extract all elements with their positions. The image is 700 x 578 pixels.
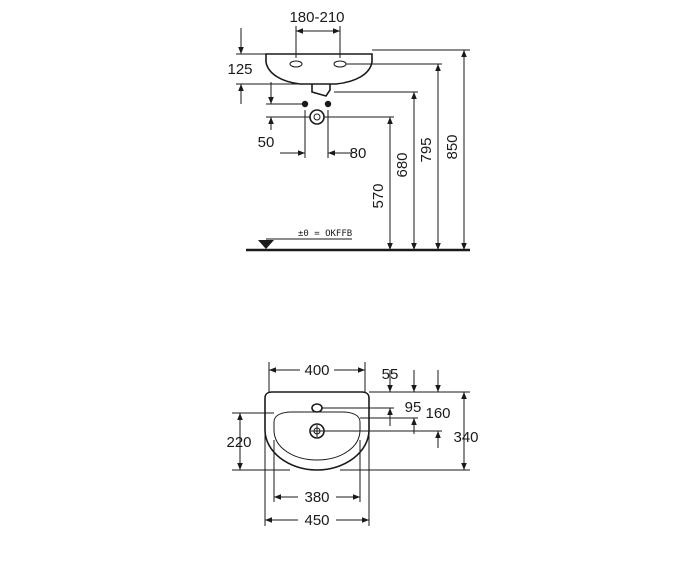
dim-bowl-width: 380 [304, 489, 329, 506]
trap-inner [313, 113, 321, 121]
dim-total-depth: 340 [453, 429, 478, 446]
dim-overall-width: 450 [304, 512, 329, 529]
dim-overflow-height: 795 [418, 137, 435, 162]
tap-hole-left [289, 60, 303, 68]
basin-side-outline [265, 53, 373, 85]
supply-valve-right [324, 100, 332, 108]
dim-waste-height: 570 [370, 183, 387, 208]
dim-tap-hole-spacing: 180-210 [289, 9, 344, 26]
dim-waste-offset: 50 [258, 134, 275, 151]
dim-rim-height: 125 [227, 61, 252, 78]
dim-waste-centre: 80 [350, 145, 367, 162]
dim-supply-height: 680 [394, 152, 411, 177]
waste-outlet [311, 84, 331, 97]
tap-hole-right [333, 60, 347, 68]
dim-inner-width: 400 [304, 362, 329, 379]
top-view: 400 55 95 160 340 220 380 [226, 362, 479, 529]
trap-outer [309, 109, 325, 125]
floor-reference-label: ±0 = OKFFB [298, 229, 352, 239]
floor-level-symbol [258, 240, 274, 249]
dim-tap-hole-depth: 55 [382, 366, 399, 383]
dim-bowl-depth: 220 [226, 434, 251, 451]
dim-overflow-depth: 95 [405, 399, 422, 416]
dim-waste-depth: 160 [425, 405, 450, 422]
basin-bowl-outline [273, 411, 361, 461]
tap-hole [311, 403, 323, 413]
side-view: 180-210 125 50 80 570 680 795 850 [227, 9, 470, 252]
dim-rim-top-height: 850 [444, 134, 461, 159]
